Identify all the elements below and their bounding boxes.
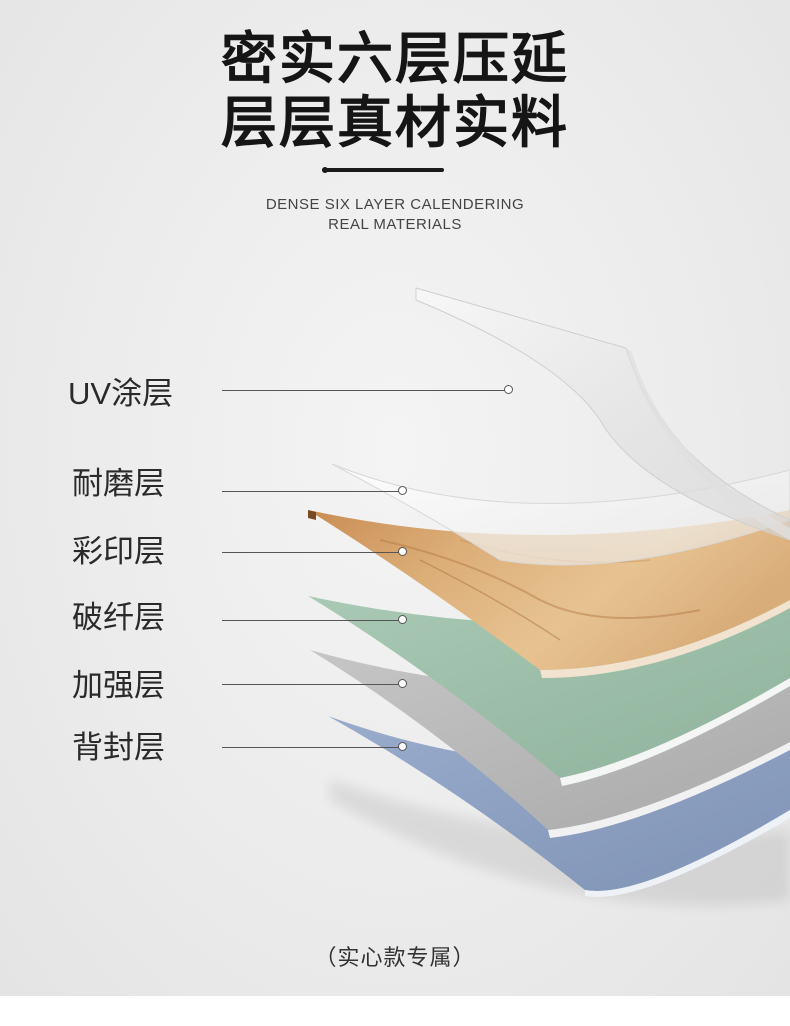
leader-line [222,620,400,621]
leader-line [222,684,400,685]
leader-dot [398,679,407,688]
page-title-line-2: 层层真材实料 [221,91,569,156]
layer-label: 加强层 [72,668,165,704]
layer-label: 背封层 [72,730,165,766]
layer-label: 耐磨层 [72,466,165,502]
layer-label: 彩印层 [72,534,165,570]
footnote: （实心款专属） [314,946,476,971]
layer-wear [331,463,790,566]
leader-dot [398,547,407,556]
leader-line [222,390,506,391]
layer-label: UV涂层 [68,376,174,411]
layer-uv-coating [415,287,790,541]
leader-line [222,747,400,748]
leader-dot [398,615,407,624]
leader-dot [504,385,513,394]
title-underline-dot [322,167,328,173]
layer-label: 破纤层 [72,600,165,636]
title-underline [322,168,444,172]
page-title-line-1: 密实六层压延 [221,27,569,92]
subtitle-line-1: DENSE SIX LAYER CALENDERING [265,196,525,213]
leader-dot [398,742,407,751]
leader-line [222,491,400,492]
leader-dot [398,486,407,495]
layer-stack-illustration [308,287,790,906]
subtitle-line-2: REAL MATERIALS [328,216,462,233]
leader-line [222,552,400,553]
bottom-strip [0,996,790,1026]
